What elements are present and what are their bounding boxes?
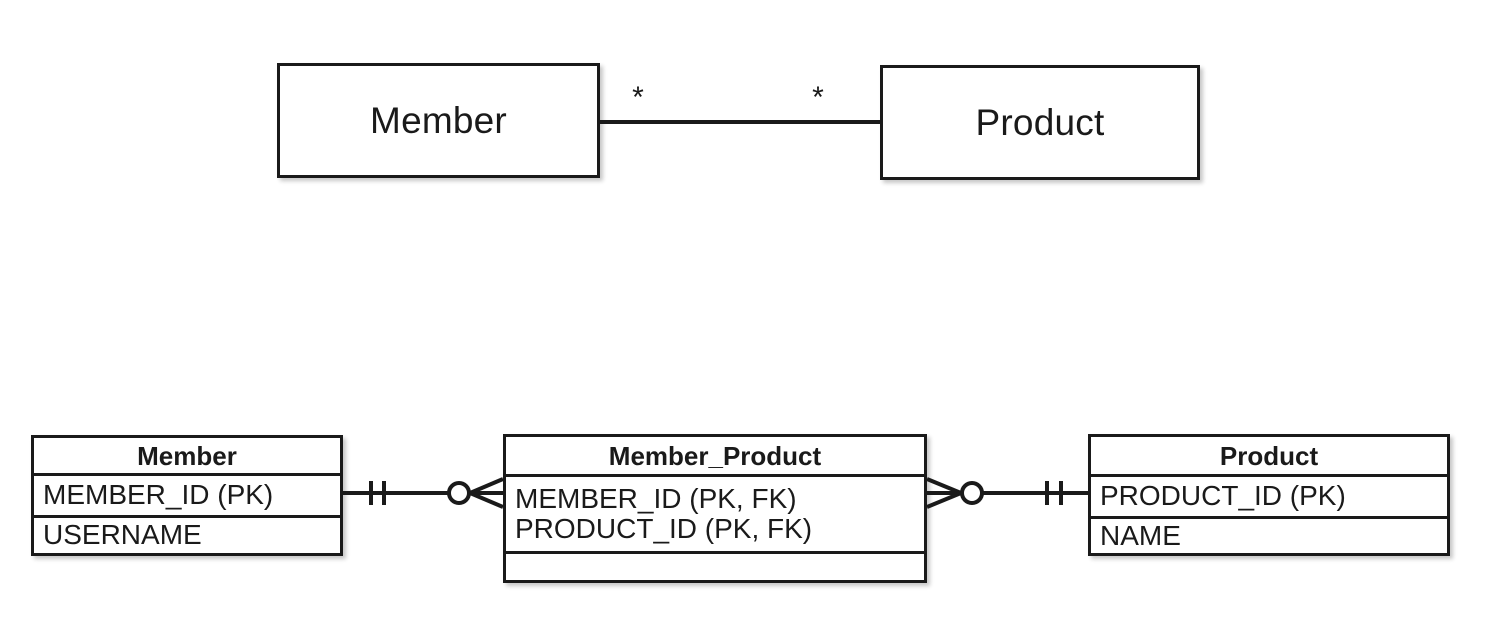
entity-box-product: Product [880,65,1200,180]
crows-foot-prong [926,477,962,495]
table-product-cell-text: NAME [1100,519,1181,551]
crows-foot-prong [469,491,504,509]
table-member-header: Member [34,438,340,476]
table-product-row-product-id: PRODUCT_ID (PK) [1091,477,1447,519]
table-member-product-cell-text: MEMBER_ID (PK, FK) [515,482,797,514]
table-product-row-name: NAME [1091,519,1447,553]
multiplicity-right: * [812,81,824,114]
relationship-member-to-member-product [343,468,505,520]
table-product-header: Product [1091,437,1447,477]
table-member-product: Member_Product MEMBER_ID (PK, FK) PRODUC… [503,434,927,583]
cardinality-zero-circle [960,481,984,505]
table-member-row-member-id: MEMBER_ID (PK) [34,476,340,518]
table-member-product-header: Member_Product [506,437,924,477]
table-member-cell-text: USERNAME [43,519,202,551]
table-member: Member MEMBER_ID (PK) USERNAME [31,435,343,556]
table-product: Product PRODUCT_ID (PK) NAME [1088,434,1450,556]
crows-foot-prong [469,477,504,495]
table-member-row-username: USERNAME [34,518,340,553]
table-product-cell-text: PRODUCT_ID (PK) [1100,480,1346,512]
entity-label-product: Product [975,102,1105,143]
association-line [598,120,882,124]
multiplicity-left: * [632,81,644,114]
table-member-product-row-keys: MEMBER_ID (PK, FK) PRODUCT_ID (PK, FK) [506,477,924,554]
relationship-member-product-to-product [925,468,1090,520]
table-member-product-row-empty [506,554,924,580]
crows-foot-prong [926,491,962,509]
table-member-product-cell-text: PRODUCT_ID (PK, FK) [515,513,813,544]
cardinality-zero-circle [447,481,471,505]
entity-box-member: Member [277,63,600,178]
table-member-cell-text: MEMBER_ID (PK) [43,479,274,511]
entity-label-member: Member [370,100,507,141]
